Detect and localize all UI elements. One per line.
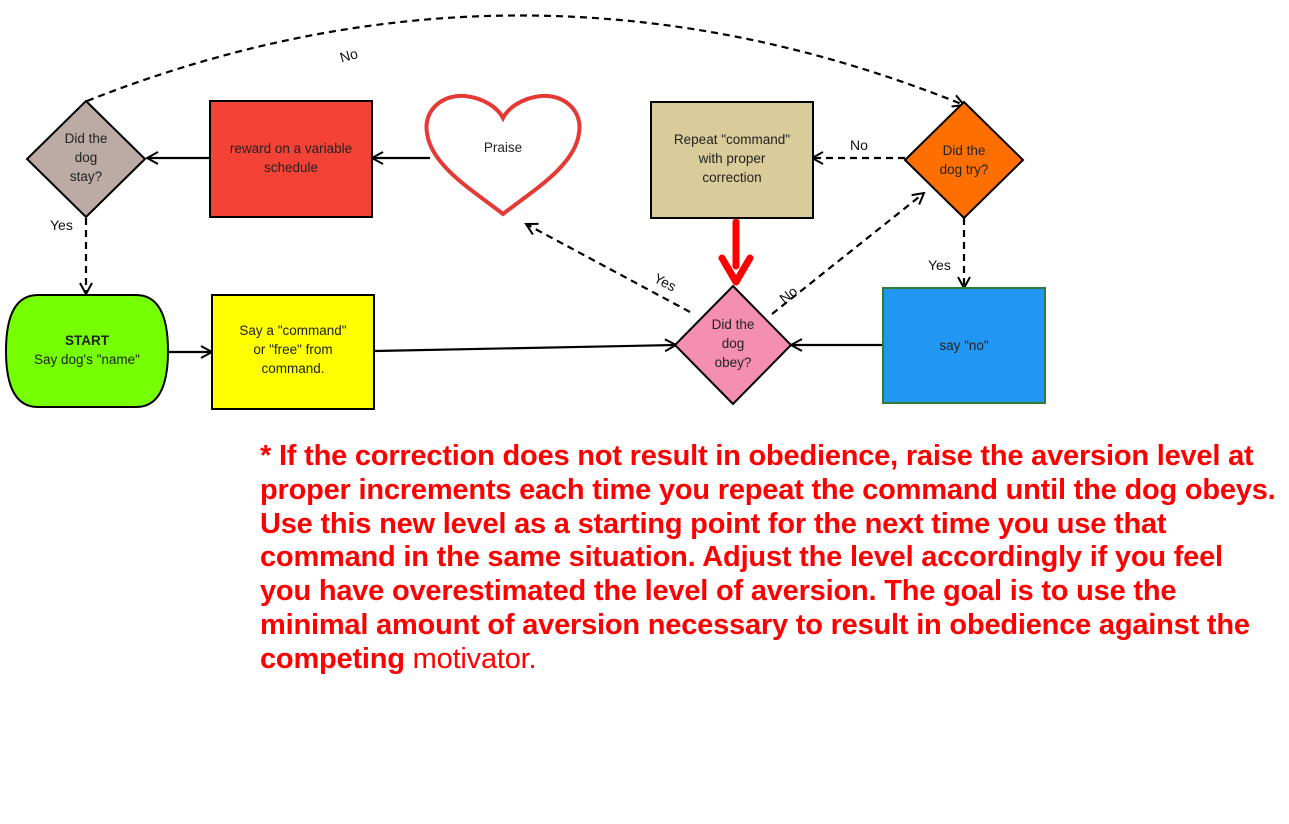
heart-icon <box>424 93 582 217</box>
correction-note: * If the correction does not result in o… <box>260 440 1280 677</box>
say-command-line-2: or "free" from <box>253 342 332 357</box>
did-stay-line-1: Did the <box>65 131 108 146</box>
reward-shape <box>209 100 373 218</box>
reward-line-1: reward on a variable <box>230 141 352 156</box>
start-node: START Say dog's "name" <box>4 294 170 408</box>
repeat-command-node: Repeat "command" with proper correction <box>650 101 814 219</box>
say-no-shape <box>882 287 1046 404</box>
edge-obey-yes-to-praise <box>526 224 691 313</box>
dashed-edges <box>86 14 964 315</box>
did-obey-line-3: obey? <box>715 355 752 370</box>
repeat-command-line-1: Repeat "command" <box>674 132 790 147</box>
reward-line-2: schedule <box>264 160 318 175</box>
praise-label: Praise <box>484 140 522 155</box>
correction-note-tail: motivator. <box>404 642 537 675</box>
say-no-node: say "no" <box>882 287 1046 404</box>
label-top-no: No <box>338 45 360 65</box>
praise-node: Praise <box>424 93 582 217</box>
say-command-line-3: command. <box>261 361 324 376</box>
did-stay-line-3: stay? <box>70 169 102 184</box>
did-try-node: Did the dog try? <box>903 100 1025 220</box>
say-no-label: say "no" <box>939 338 989 353</box>
say-command-node: Say a "command" or "free" from command. <box>211 294 375 410</box>
edge-command-to-obey <box>373 345 676 353</box>
start-shape <box>4 294 170 408</box>
say-command-shape <box>211 294 375 410</box>
did-obey-shape <box>673 284 793 406</box>
did-obey-node: Did the dog obey? <box>673 284 793 406</box>
did-try-line-2: dog try? <box>940 162 989 177</box>
label-try-no: No <box>850 137 868 153</box>
reward-node: reward on a variable schedule <box>209 100 373 218</box>
edge-obey-no-to-try <box>771 193 924 315</box>
edge-stay-no-to-try <box>86 14 964 105</box>
say-command-line-1: Say a "command" <box>239 323 346 338</box>
label-obey-no: No <box>776 283 800 307</box>
label-stay-yes: Yes <box>50 217 73 233</box>
did-try-shape <box>903 100 1025 220</box>
start-title: START <box>65 333 110 348</box>
did-obey-line-1: Did the <box>712 317 755 332</box>
correction-note-main: * If the correction does not result in o… <box>260 440 1276 675</box>
label-obey-yes: Yes <box>651 270 679 295</box>
repeat-command-line-2: with proper <box>698 151 766 166</box>
did-stay-shape <box>25 99 147 219</box>
did-try-line-1: Did the <box>943 143 986 158</box>
repeat-command-line-3: correction <box>702 170 761 185</box>
did-stay-node: Did the dog stay? <box>25 99 147 219</box>
did-obey-line-2: dog <box>722 336 745 351</box>
did-stay-line-2: dog <box>75 150 98 165</box>
start-subtitle: Say dog's "name" <box>34 352 140 367</box>
repeat-command-shape <box>650 101 814 219</box>
edges <box>147 158 883 352</box>
label-try-yes: Yes <box>928 257 951 273</box>
correction-arrow <box>718 218 754 286</box>
